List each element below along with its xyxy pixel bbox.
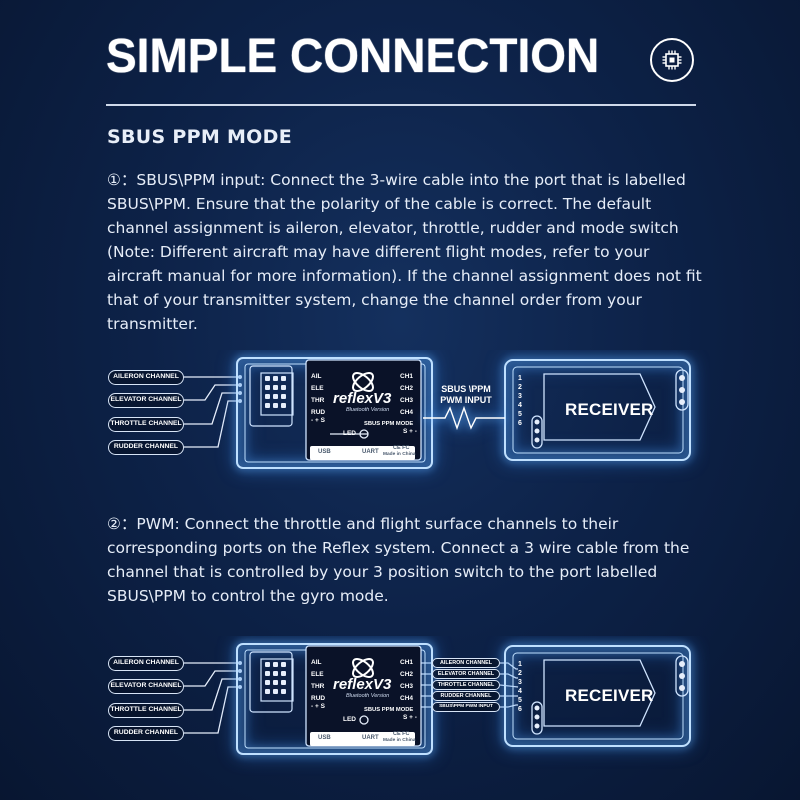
input-channel-throttle: THROTTLE CHANNEL xyxy=(108,703,184,718)
receiver-pin-4: 4 xyxy=(518,402,522,409)
port-label-ch4: CH4 xyxy=(400,695,414,702)
port-label-thr: THR xyxy=(311,397,325,404)
input-channel-rudder: RUDDER CHANNEL xyxy=(108,440,184,455)
port-pin-order-right: S + - xyxy=(403,714,417,721)
receiver-pin-1: 1 xyxy=(518,661,522,668)
port-label-ch2: CH2 xyxy=(400,385,414,392)
ce-mark: CE FC xyxy=(393,445,410,451)
port-label-ch1: CH1 xyxy=(400,659,414,666)
port-label-ch3: CH3 xyxy=(400,397,414,404)
port-label-sbus-mode: SBUS PPM MODE xyxy=(364,421,414,427)
uart-port-label: UART xyxy=(362,449,379,455)
ce-mark: CE FC xyxy=(393,731,410,737)
port-pin-order-left: - + S xyxy=(311,703,325,710)
brand-subtitle: Bluetooth Version xyxy=(346,693,390,699)
pwm-wiring-diagram: AILERON CHANNEL ELEVATOR CHANNEL THROTTL… xyxy=(100,636,710,776)
receiver-pin-6: 6 xyxy=(518,706,522,713)
port-label-ail: AIL xyxy=(311,373,322,380)
pwm-diagram-wires xyxy=(184,643,691,755)
port-label-ele: ELE xyxy=(311,385,324,392)
output-channel-throttle: THROTTLE CHANNEL xyxy=(432,680,500,690)
port-label-ch3: CH3 xyxy=(400,683,414,690)
input-channel-elevator: ELEVATOR CHANNEL xyxy=(108,679,184,694)
port-label-thr: THR xyxy=(311,683,325,690)
page-title: SIMPLE CONNECTION xyxy=(106,27,600,83)
made-in-label: Made in China xyxy=(383,452,416,457)
brand-subtitle: Bluetooth Version xyxy=(346,407,390,413)
input-channel-throttle: THROTTLE CHANNEL xyxy=(108,417,184,432)
led-label: LED xyxy=(343,430,356,437)
receiver-pin-1: 1 xyxy=(518,375,522,382)
port-pin-order-left: - + S xyxy=(311,417,325,424)
port-label-ele: ELE xyxy=(311,671,324,678)
input-channel-rudder: RUDDER CHANNEL xyxy=(108,726,184,741)
usb-port-label: USB xyxy=(318,449,331,455)
receiver-label: RECEIVER xyxy=(565,686,654,705)
made-in-label: Made in China xyxy=(383,738,416,743)
brand-logo: reflexV3 xyxy=(333,390,392,407)
receiver-pin-5: 5 xyxy=(518,697,522,704)
uart-port-label: UART xyxy=(362,735,379,741)
port-label-rud: RUD xyxy=(311,409,326,416)
port-pin-order-right: S + - xyxy=(403,428,417,435)
sbus-ppm-input-label: SBUS \PPM PWM INPUT xyxy=(440,384,492,405)
receiver-pin-2: 2 xyxy=(518,384,522,391)
receiver-label: RECEIVER xyxy=(565,400,654,419)
section-title-sbus: SBUS PPM MODE xyxy=(107,126,292,148)
port-label-ch1: CH1 xyxy=(400,373,414,380)
output-channel-sbus-ppm: SBUS\PPM PWM INPUT xyxy=(432,702,500,712)
sbus-paragraph: ①：SBUS\PPM input: Connect the 3-wire cab… xyxy=(107,171,702,333)
port-label-ch4: CH4 xyxy=(400,409,414,416)
port-label-ail: AIL xyxy=(311,659,322,666)
output-channel-elevator: ELEVATOR CHANNEL xyxy=(432,669,500,679)
input-channel-elevator: ELEVATOR CHANNEL xyxy=(108,393,184,408)
port-label-ch2: CH2 xyxy=(400,671,414,678)
led-label: LED xyxy=(343,716,356,723)
input-channel-aileron: AILERON CHANNEL xyxy=(108,656,184,671)
receiver-pin-3: 3 xyxy=(518,393,522,400)
sbus-diagram-wires xyxy=(184,357,691,469)
port-label-sbus-mode: SBUS PPM MODE xyxy=(364,707,414,713)
output-channel-rudder: RUDDER CHANNEL xyxy=(432,691,500,701)
receiver-pin-3: 3 xyxy=(518,679,522,686)
sbus-wiring-diagram: AILERON CHANNEL ELEVATOR CHANNEL THROTTL… xyxy=(100,350,710,490)
receiver-pin-4: 4 xyxy=(518,688,522,695)
pwm-paragraph: ②：PWM: Connect the throttle and flight s… xyxy=(107,515,690,605)
output-channel-aileron: AILERON CHANNEL xyxy=(432,658,500,668)
port-label-rud: RUD xyxy=(311,695,326,702)
header-divider xyxy=(106,104,696,106)
brand-logo: reflexV3 xyxy=(333,676,392,693)
receiver-pin-5: 5 xyxy=(518,411,522,418)
usb-port-label: USB xyxy=(318,735,331,741)
chip-icon xyxy=(650,38,694,82)
input-channel-aileron: AILERON CHANNEL xyxy=(108,370,184,385)
receiver-pin-2: 2 xyxy=(518,670,522,677)
receiver-pin-6: 6 xyxy=(518,420,522,427)
